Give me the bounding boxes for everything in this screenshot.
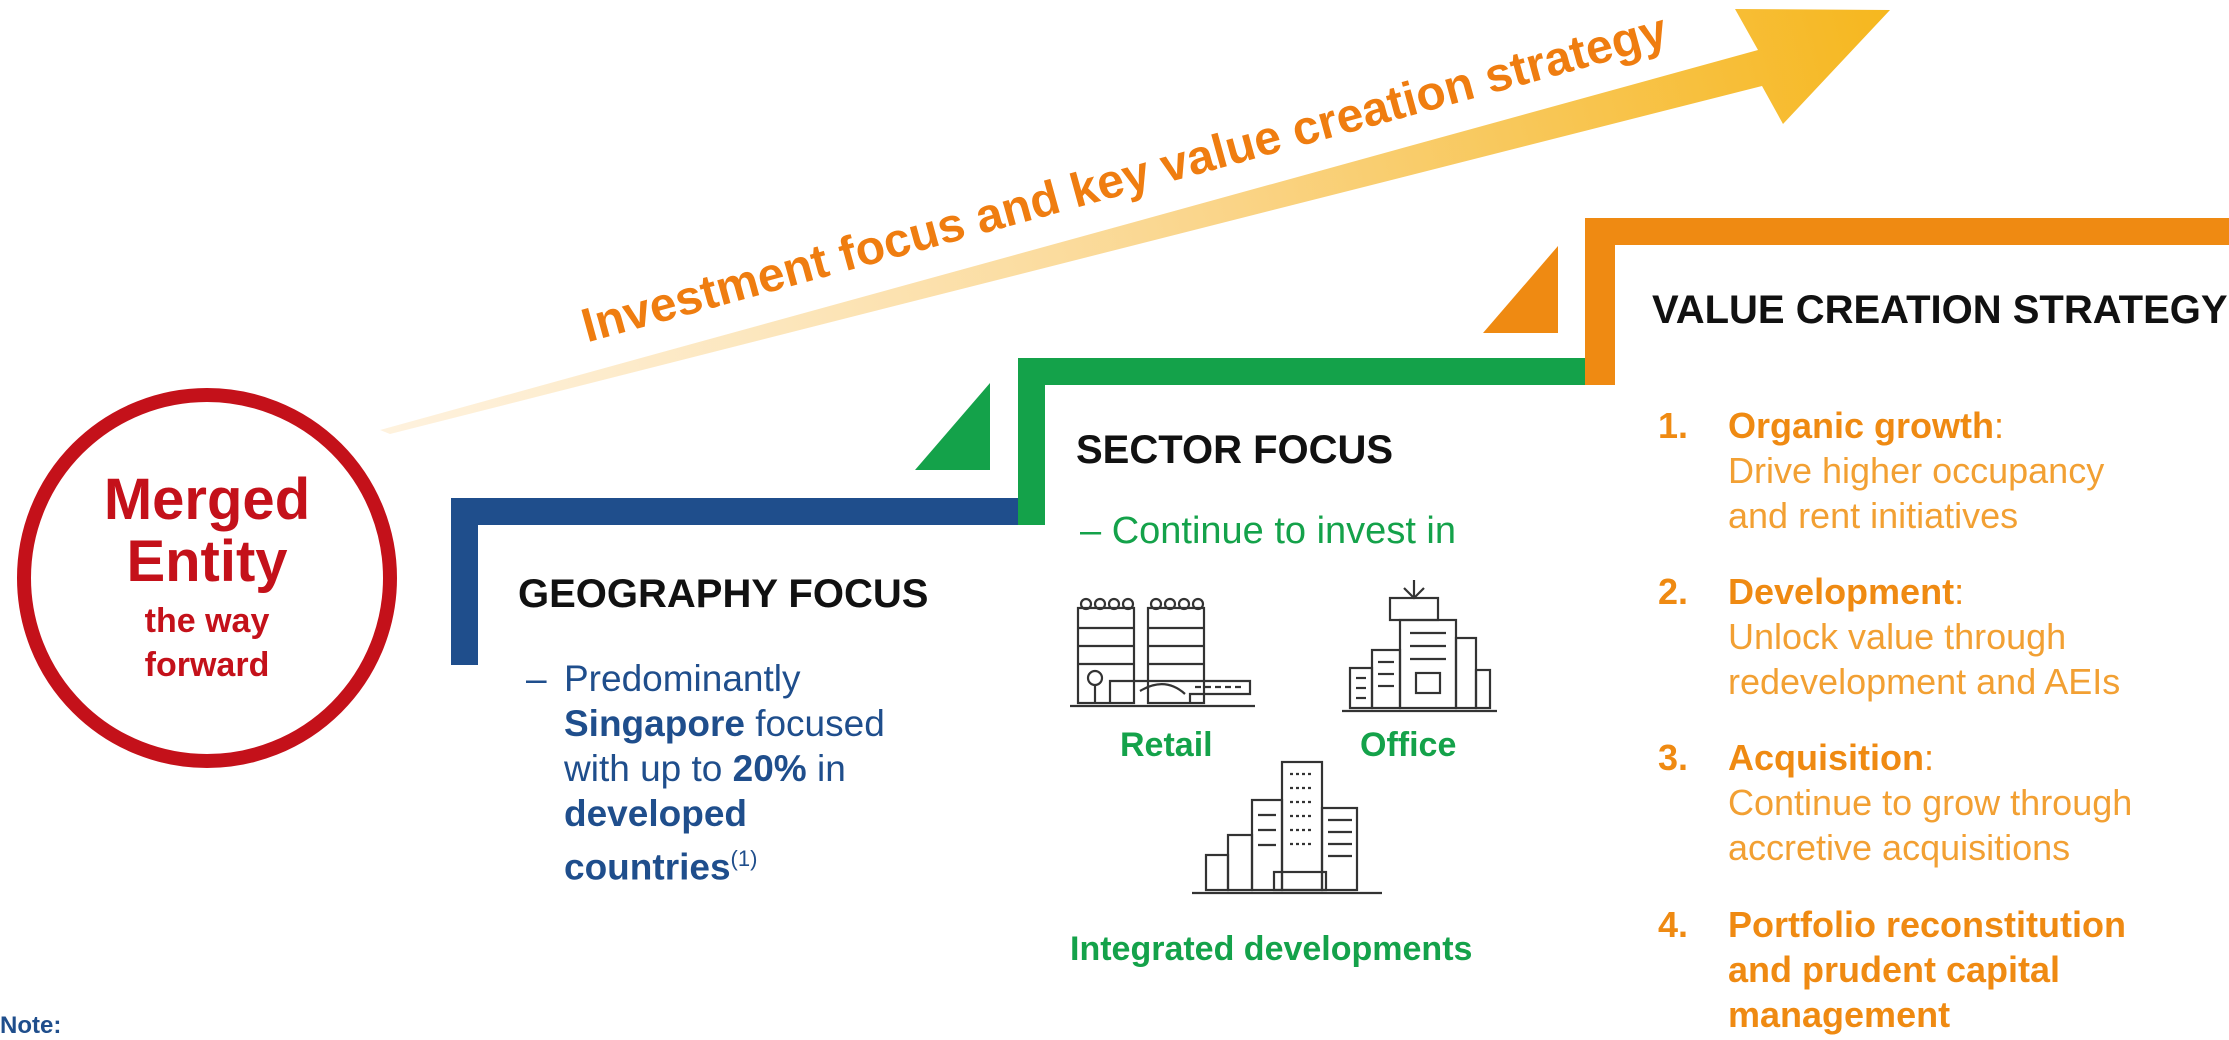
office-tower-icon xyxy=(1342,580,1497,713)
value-item-3-desc-line1: Continue to grow through xyxy=(1728,782,2133,823)
value-item-4-title-line1: Portfolio reconstitution xyxy=(1728,904,2126,945)
value-item-3-colon: : xyxy=(1924,737,1935,778)
percent-bold: 20% xyxy=(732,748,807,789)
in-text: in xyxy=(806,748,846,789)
focused-text: focused xyxy=(744,703,885,744)
value-item-1-desc-line1: Drive higher occupancy xyxy=(1728,450,2105,491)
value-item-3-body: Acquisition: Continue to grow through ac… xyxy=(1728,735,2132,870)
geography-line5: countries(1) xyxy=(564,836,924,889)
value-item-1-title: Organic growth xyxy=(1728,405,1995,446)
geography-description: Predominantly Singapore focused with up … xyxy=(564,656,924,889)
value-item-3-desc-line2: accretive acquisitions xyxy=(1728,827,2071,868)
integrated-developments-icon xyxy=(1192,760,1382,895)
value-item-2-title: Development xyxy=(1728,571,1955,612)
value-item-2: 2. Development: Unlock value through red… xyxy=(1658,569,2218,709)
merged-entity-subtitle-line1: the way xyxy=(144,602,270,640)
value-item-2-number: 2. xyxy=(1658,571,1689,612)
value-item-4: 4. Portfolio reconstitution and prudent … xyxy=(1658,902,2218,1038)
value-item-2-desc-line1: Unlock value through xyxy=(1728,616,2067,657)
green-triangle xyxy=(915,383,990,470)
merged-entity-subtitle-line2: forward xyxy=(144,646,270,684)
value-item-1: 1. Organic growth: Drive higher occupanc… xyxy=(1658,403,2218,543)
geography-line1: Predominantly xyxy=(564,658,801,699)
value-item-1-desc-line2: and rent initiatives xyxy=(1728,495,2019,536)
value-item-3-title-line: Acquisition: xyxy=(1728,735,2132,780)
sector-step-bar xyxy=(1018,358,1590,525)
value-step-bar xyxy=(1585,218,2229,385)
geography-step-bar xyxy=(451,498,1020,665)
geography-line4: developed xyxy=(564,791,924,836)
sector-heading: SECTOR FOCUS xyxy=(1076,428,1394,472)
value-item-2-body: Development: Unlock value through redeve… xyxy=(1728,569,2120,704)
countries-bold: countries xyxy=(564,846,731,888)
orange-triangle xyxy=(1483,246,1558,333)
growth-arrow xyxy=(380,9,1890,434)
value-item-4-body: Portfolio reconstitution and prudent cap… xyxy=(1728,902,2126,1037)
value-item-1-colon: : xyxy=(1994,405,2005,446)
value-item-4-title-line2: and prudent capital xyxy=(1728,949,2061,990)
sector-label-retail: Retail xyxy=(1120,726,1213,764)
value-item-4-title-line3: management xyxy=(1728,994,1951,1035)
sector-subtitle: – Continue to invest in xyxy=(1080,510,1457,552)
value-item-2-colon: : xyxy=(1954,571,1965,612)
merged-entity-title-line1: Merged xyxy=(103,467,311,532)
value-item-2-desc-line2: redevelopment and AEIs xyxy=(1728,661,2121,702)
value-item-4-number: 4. xyxy=(1658,904,1689,945)
sector-label-office: Office xyxy=(1360,726,1457,764)
value-item-3-number: 3. xyxy=(1658,737,1689,778)
value-item-3-title: Acquisition xyxy=(1728,737,1924,778)
geography-dash: – xyxy=(526,658,547,699)
footnote-marker: (1) xyxy=(730,846,758,871)
merged-entity-title-line2: Entity xyxy=(126,529,288,594)
with-up-to-text: with up to xyxy=(564,748,733,789)
merged-entity-circle: Merged Entity the way forward xyxy=(17,388,397,768)
developed-bold: developed xyxy=(564,793,747,834)
sector-label-integrated: Integrated developments xyxy=(1070,930,1473,968)
value-creation-heading: VALUE CREATION STRATEGY xyxy=(1652,288,2228,332)
note-label: Note: xyxy=(0,1012,62,1039)
value-item-1-number: 1. xyxy=(1658,405,1689,446)
geography-heading: GEOGRAPHY FOCUS xyxy=(518,572,929,616)
retail-building-icon xyxy=(1070,597,1255,708)
value-item-1-title-line: Organic growth: xyxy=(1728,403,2104,448)
value-item-1-body: Organic growth: Drive higher occupancy a… xyxy=(1728,403,2104,538)
singapore-bold: Singapore xyxy=(564,703,745,744)
geography-line3: with up to 20% in xyxy=(564,746,924,791)
geography-line2: Singapore focused xyxy=(564,701,924,746)
value-item-2-title-line: Development: xyxy=(1728,569,2120,614)
value-item-3: 3. Acquisition: Continue to grow through… xyxy=(1658,735,2218,875)
